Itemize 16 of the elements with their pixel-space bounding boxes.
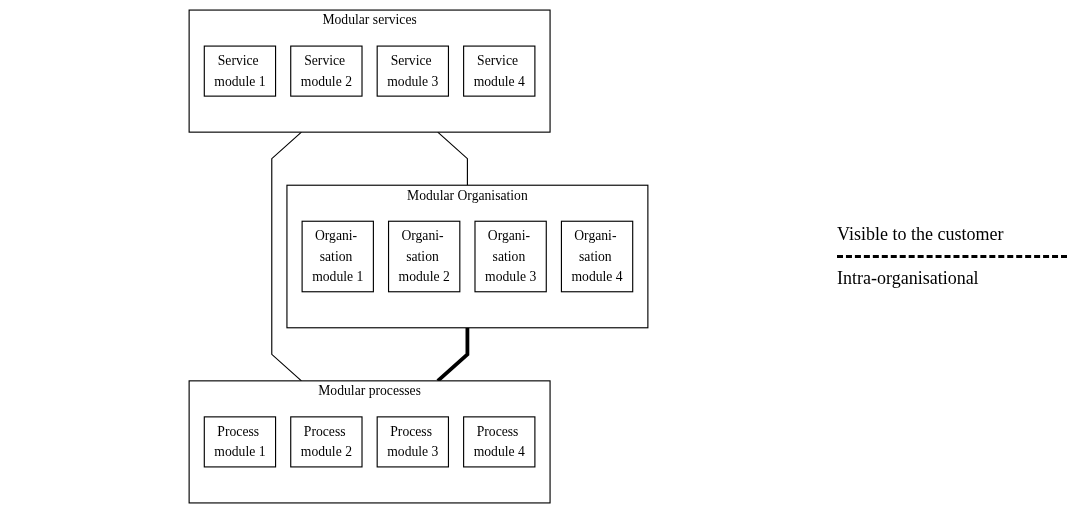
node-box: Service module 4 [463,45,536,97]
zone-label: Intra-organisational [837,268,979,289]
node-box: Service module 1 [203,45,277,97]
node-box: Organi- sation module 3 [474,220,547,293]
connector [271,131,302,382]
node-box: Organi- sation module 4 [560,220,634,293]
node-box: Process module 1 [203,416,277,468]
node-box: Service module 2 [290,45,363,97]
node-box: Service module 3 [376,45,449,97]
zone-label: Visible to the customer [837,224,1004,245]
node-box: Process module 2 [290,416,363,468]
node-box: Process module 3 [376,416,449,468]
connector [437,131,468,186]
node-box: Organi- sation module 1 [301,220,374,293]
node-box: Process module 4 [463,416,536,468]
node-box: Organi- sation module 2 [388,220,461,293]
